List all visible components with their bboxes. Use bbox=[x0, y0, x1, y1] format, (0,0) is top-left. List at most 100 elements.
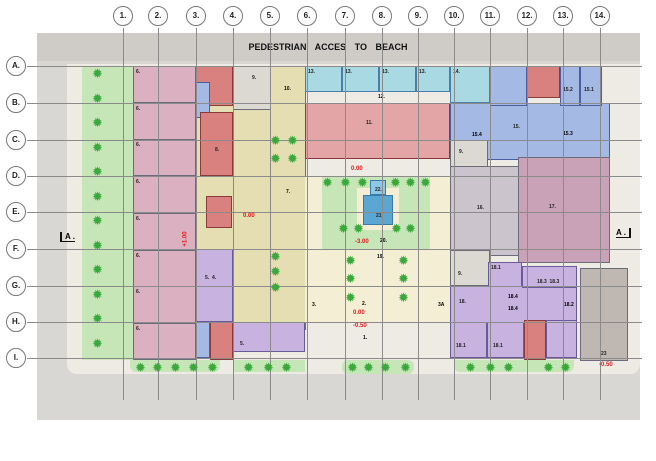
column-axis-marker: 9. bbox=[408, 6, 428, 26]
tree-icon: ✹ bbox=[390, 175, 401, 190]
room-label: 16. bbox=[477, 205, 484, 211]
level-mark: -0.50 bbox=[599, 362, 613, 368]
tree-icon: ✹ bbox=[543, 360, 554, 375]
row-axis-marker: B. bbox=[6, 93, 26, 113]
room-label: 13. bbox=[382, 69, 389, 75]
tree-icon: ✹ bbox=[270, 264, 281, 279]
shaft-sw bbox=[196, 322, 210, 358]
tree-icon: ✹ bbox=[405, 175, 416, 190]
room-2-label: 2. bbox=[362, 301, 367, 307]
tree-icon: ✹ bbox=[345, 290, 356, 305]
grid-line-column bbox=[527, 28, 528, 400]
stair-core-se bbox=[524, 320, 546, 360]
ramp-23: 23 bbox=[580, 268, 628, 361]
column-axis-marker: 10. bbox=[444, 6, 464, 26]
room-18-1: 18.1 bbox=[450, 322, 487, 358]
room-13: 13. bbox=[305, 66, 342, 92]
room-10-label: 10. bbox=[284, 86, 291, 92]
office-block bbox=[490, 66, 527, 106]
planter bbox=[454, 360, 574, 372]
room-6: 6. bbox=[133, 139, 196, 177]
room-label: 6. bbox=[136, 142, 141, 149]
room-label: 4. bbox=[211, 275, 217, 281]
room-label: 21 bbox=[376, 213, 382, 219]
tree-icon: ✹ bbox=[380, 360, 391, 375]
level-mark: 0.00 bbox=[243, 213, 255, 219]
grid-line-column bbox=[563, 28, 564, 400]
room-label: 14. bbox=[453, 69, 460, 75]
column-axis-marker: 7. bbox=[335, 6, 355, 26]
tree-icon: ✹ bbox=[560, 360, 571, 375]
tree-icon: ✹ bbox=[391, 221, 402, 236]
level-mark: +1.00 bbox=[182, 231, 189, 247]
column-axis-marker: 2. bbox=[148, 6, 168, 26]
room-6: 6. bbox=[133, 286, 196, 324]
tree-icon: ✹ bbox=[188, 360, 199, 375]
stair-core-ne bbox=[527, 66, 560, 98]
room-18-1: 18.1 bbox=[487, 322, 524, 358]
room-18-1-north: 18.1 bbox=[488, 262, 522, 288]
room-3-label: 3. bbox=[312, 302, 317, 308]
grid-line-column bbox=[196, 28, 197, 400]
stair-core-sw bbox=[210, 322, 233, 360]
service-se bbox=[546, 320, 577, 358]
room-label: 9. bbox=[252, 75, 257, 81]
room-label: 6. bbox=[136, 325, 141, 332]
pedestrian-access-label: PEDESTRIAN ACCES TO BEACH bbox=[248, 42, 408, 52]
room-1-label: 1. bbox=[363, 335, 368, 341]
room-label: 5. bbox=[205, 275, 210, 281]
room-6: 6. bbox=[133, 66, 196, 103]
room-label: 23 bbox=[601, 351, 607, 357]
planter bbox=[130, 360, 220, 372]
row-axis-marker: D. bbox=[6, 166, 26, 186]
grid-line-column bbox=[123, 28, 124, 400]
room-label: 5. bbox=[240, 341, 245, 347]
room-5: 5. bbox=[233, 322, 305, 352]
column-axis-marker: 4. bbox=[223, 6, 243, 26]
tree-icon: ✹ bbox=[92, 66, 103, 81]
row-axis-marker: C. bbox=[6, 130, 26, 150]
room-label: 18.1 bbox=[493, 343, 503, 349]
room-label: 6. bbox=[136, 69, 141, 75]
row-axis-marker: F. bbox=[6, 239, 26, 259]
tree-icon: ✹ bbox=[207, 360, 218, 375]
room-label: 18.1 bbox=[491, 265, 501, 271]
room-20-label: 20. bbox=[380, 238, 387, 244]
room-label: 9. bbox=[459, 149, 464, 155]
tree-icon: ✹ bbox=[503, 360, 514, 375]
room-16: 16. bbox=[450, 166, 522, 256]
tree-icon: ✹ bbox=[340, 175, 351, 190]
tree-icon: ✹ bbox=[92, 139, 103, 155]
tree-icon: ✹ bbox=[347, 360, 358, 375]
section-marker-west: A . bbox=[60, 232, 75, 242]
room-18-3: 18.3 18.3 bbox=[522, 266, 577, 288]
grid-line-row bbox=[27, 212, 642, 213]
level-mark: 0.00 bbox=[351, 166, 363, 172]
tree-icon: ✹ bbox=[270, 280, 281, 295]
tree-icon: ✹ bbox=[405, 221, 416, 236]
tree-icon: ✹ bbox=[353, 221, 364, 236]
tree-icon: ✹ bbox=[287, 133, 298, 148]
tree-icon: ✹ bbox=[270, 133, 281, 148]
tree-icon: ✹ bbox=[92, 213, 103, 228]
column-axis-marker: 5. bbox=[260, 6, 280, 26]
tree-icon: ✹ bbox=[92, 335, 103, 351]
grid-line-row bbox=[27, 103, 642, 104]
grid-line-column bbox=[490, 28, 491, 400]
room-19-label: 19. bbox=[377, 254, 384, 260]
column-axis-marker: 12. bbox=[517, 6, 537, 26]
grid-line-column bbox=[418, 28, 419, 400]
grid-line-row bbox=[27, 66, 642, 67]
tree-icon: ✹ bbox=[357, 175, 368, 190]
tree-icon: ✹ bbox=[420, 175, 431, 190]
column-axis-marker: 14. bbox=[590, 6, 610, 26]
tree-icon: ✹ bbox=[338, 221, 349, 236]
column-axis-marker: 6. bbox=[297, 6, 317, 26]
room-17: 17. bbox=[518, 157, 610, 263]
room-label: 8. bbox=[215, 147, 220, 153]
column-axis-marker: 11. bbox=[480, 6, 500, 26]
tree-icon: ✹ bbox=[287, 151, 298, 166]
room-label: 17. bbox=[549, 204, 556, 210]
room-label: 15.2 bbox=[563, 87, 573, 93]
tree-icon: ✹ bbox=[345, 253, 356, 268]
